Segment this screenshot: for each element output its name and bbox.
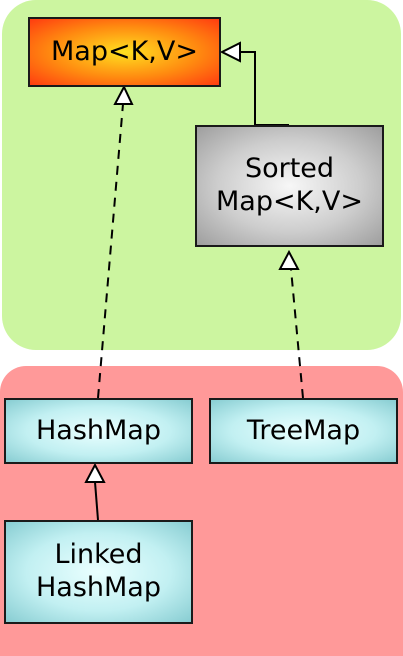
node-treemap-class: TreeMap: [209, 398, 398, 464]
node-linked-hashmap-class: Linked HashMap: [4, 520, 193, 624]
node-sorted-map-interface: Sorted Map<K,V>: [195, 125, 384, 247]
node-label-line2: HashMap: [35, 572, 161, 603]
node-label-line1: Linked: [54, 539, 143, 571]
node-hashmap-class: HashMap: [4, 398, 193, 464]
node-map-interface: Map<K,V>: [28, 17, 221, 87]
node-label: Map<K,V>: [51, 35, 198, 67]
node-label: TreeMap: [246, 414, 361, 446]
node-label-line2: Map<K,V>: [216, 186, 363, 217]
node-label-line1: Sorted: [244, 153, 335, 185]
node-label: HashMap: [35, 414, 161, 446]
